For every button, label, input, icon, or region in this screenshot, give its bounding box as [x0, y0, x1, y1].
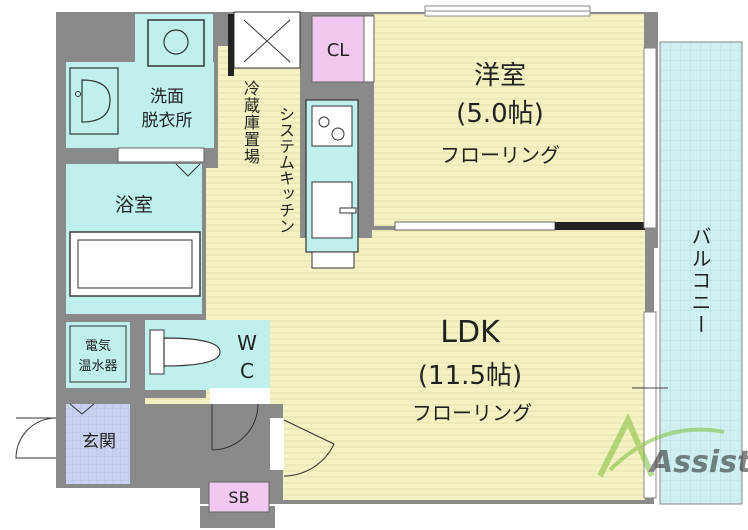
wc-label-1: W	[237, 331, 257, 355]
heater-label-2: 温水器	[78, 359, 117, 374]
closet-label: CL	[327, 40, 350, 61]
western-room-size: (5.0帖)	[456, 99, 544, 129]
ldk-floor: フローリング	[412, 401, 532, 425]
washroom-label-1: 洗面	[150, 87, 184, 107]
balcony-label: バルコニー	[688, 226, 712, 336]
fridge-space	[228, 11, 301, 76]
bath-label: 浴室	[115, 194, 153, 216]
western-room	[374, 5, 645, 231]
closet	[311, 15, 375, 83]
washroom	[66, 14, 216, 163]
bathroom	[66, 163, 202, 314]
balcony	[632, 41, 743, 505]
wc-room	[145, 320, 270, 451]
shoe-box-label: SB	[228, 488, 249, 507]
western-room-name: 洋室	[474, 61, 526, 91]
washroom-label-2: 脱衣所	[142, 111, 193, 131]
system-kitchen	[305, 99, 359, 269]
fridge-space-label: 冷蔵庫置場	[241, 80, 260, 165]
heater-label-1: 電気	[85, 338, 111, 354]
entrance	[15, 403, 144, 488]
shoe-box	[208, 481, 270, 513]
ldk-size: (11.5帖)	[418, 361, 522, 391]
hall-door	[270, 418, 335, 477]
watermark-text: Assist	[648, 445, 748, 480]
wc-label-2: C	[240, 359, 254, 383]
western-room-floor: フローリング	[440, 143, 560, 167]
kitchen-label: システムキッチン	[276, 106, 295, 234]
watermark-logo: Assist	[597, 412, 748, 480]
water-heater	[66, 322, 130, 388]
ldk-name: LDK	[440, 315, 501, 350]
entrance-label: 玄関	[82, 432, 116, 452]
